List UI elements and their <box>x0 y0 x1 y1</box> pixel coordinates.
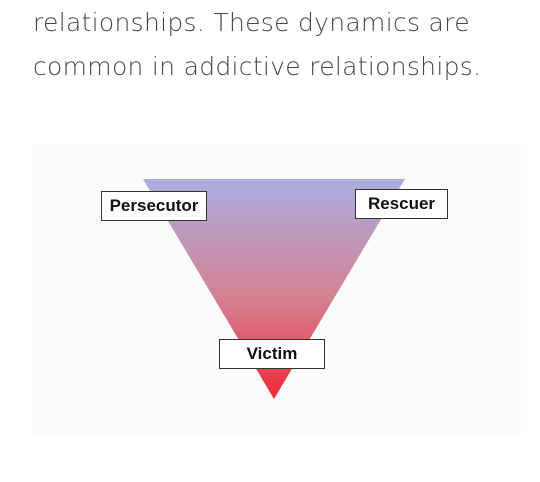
victim-label: Victim <box>219 339 325 369</box>
drama-triangle-svg <box>143 179 405 399</box>
rescuer-label: Rescuer <box>355 189 448 219</box>
body-text-line-2: common in addictive relationships. <box>33 52 482 81</box>
body-text-line-1: relationships. These dynamics are <box>33 8 470 37</box>
inverted-triangle <box>143 179 405 399</box>
drama-triangle-figure: Persecutor Rescuer Victim <box>33 145 521 435</box>
persecutor-label: Persecutor <box>101 191 207 221</box>
